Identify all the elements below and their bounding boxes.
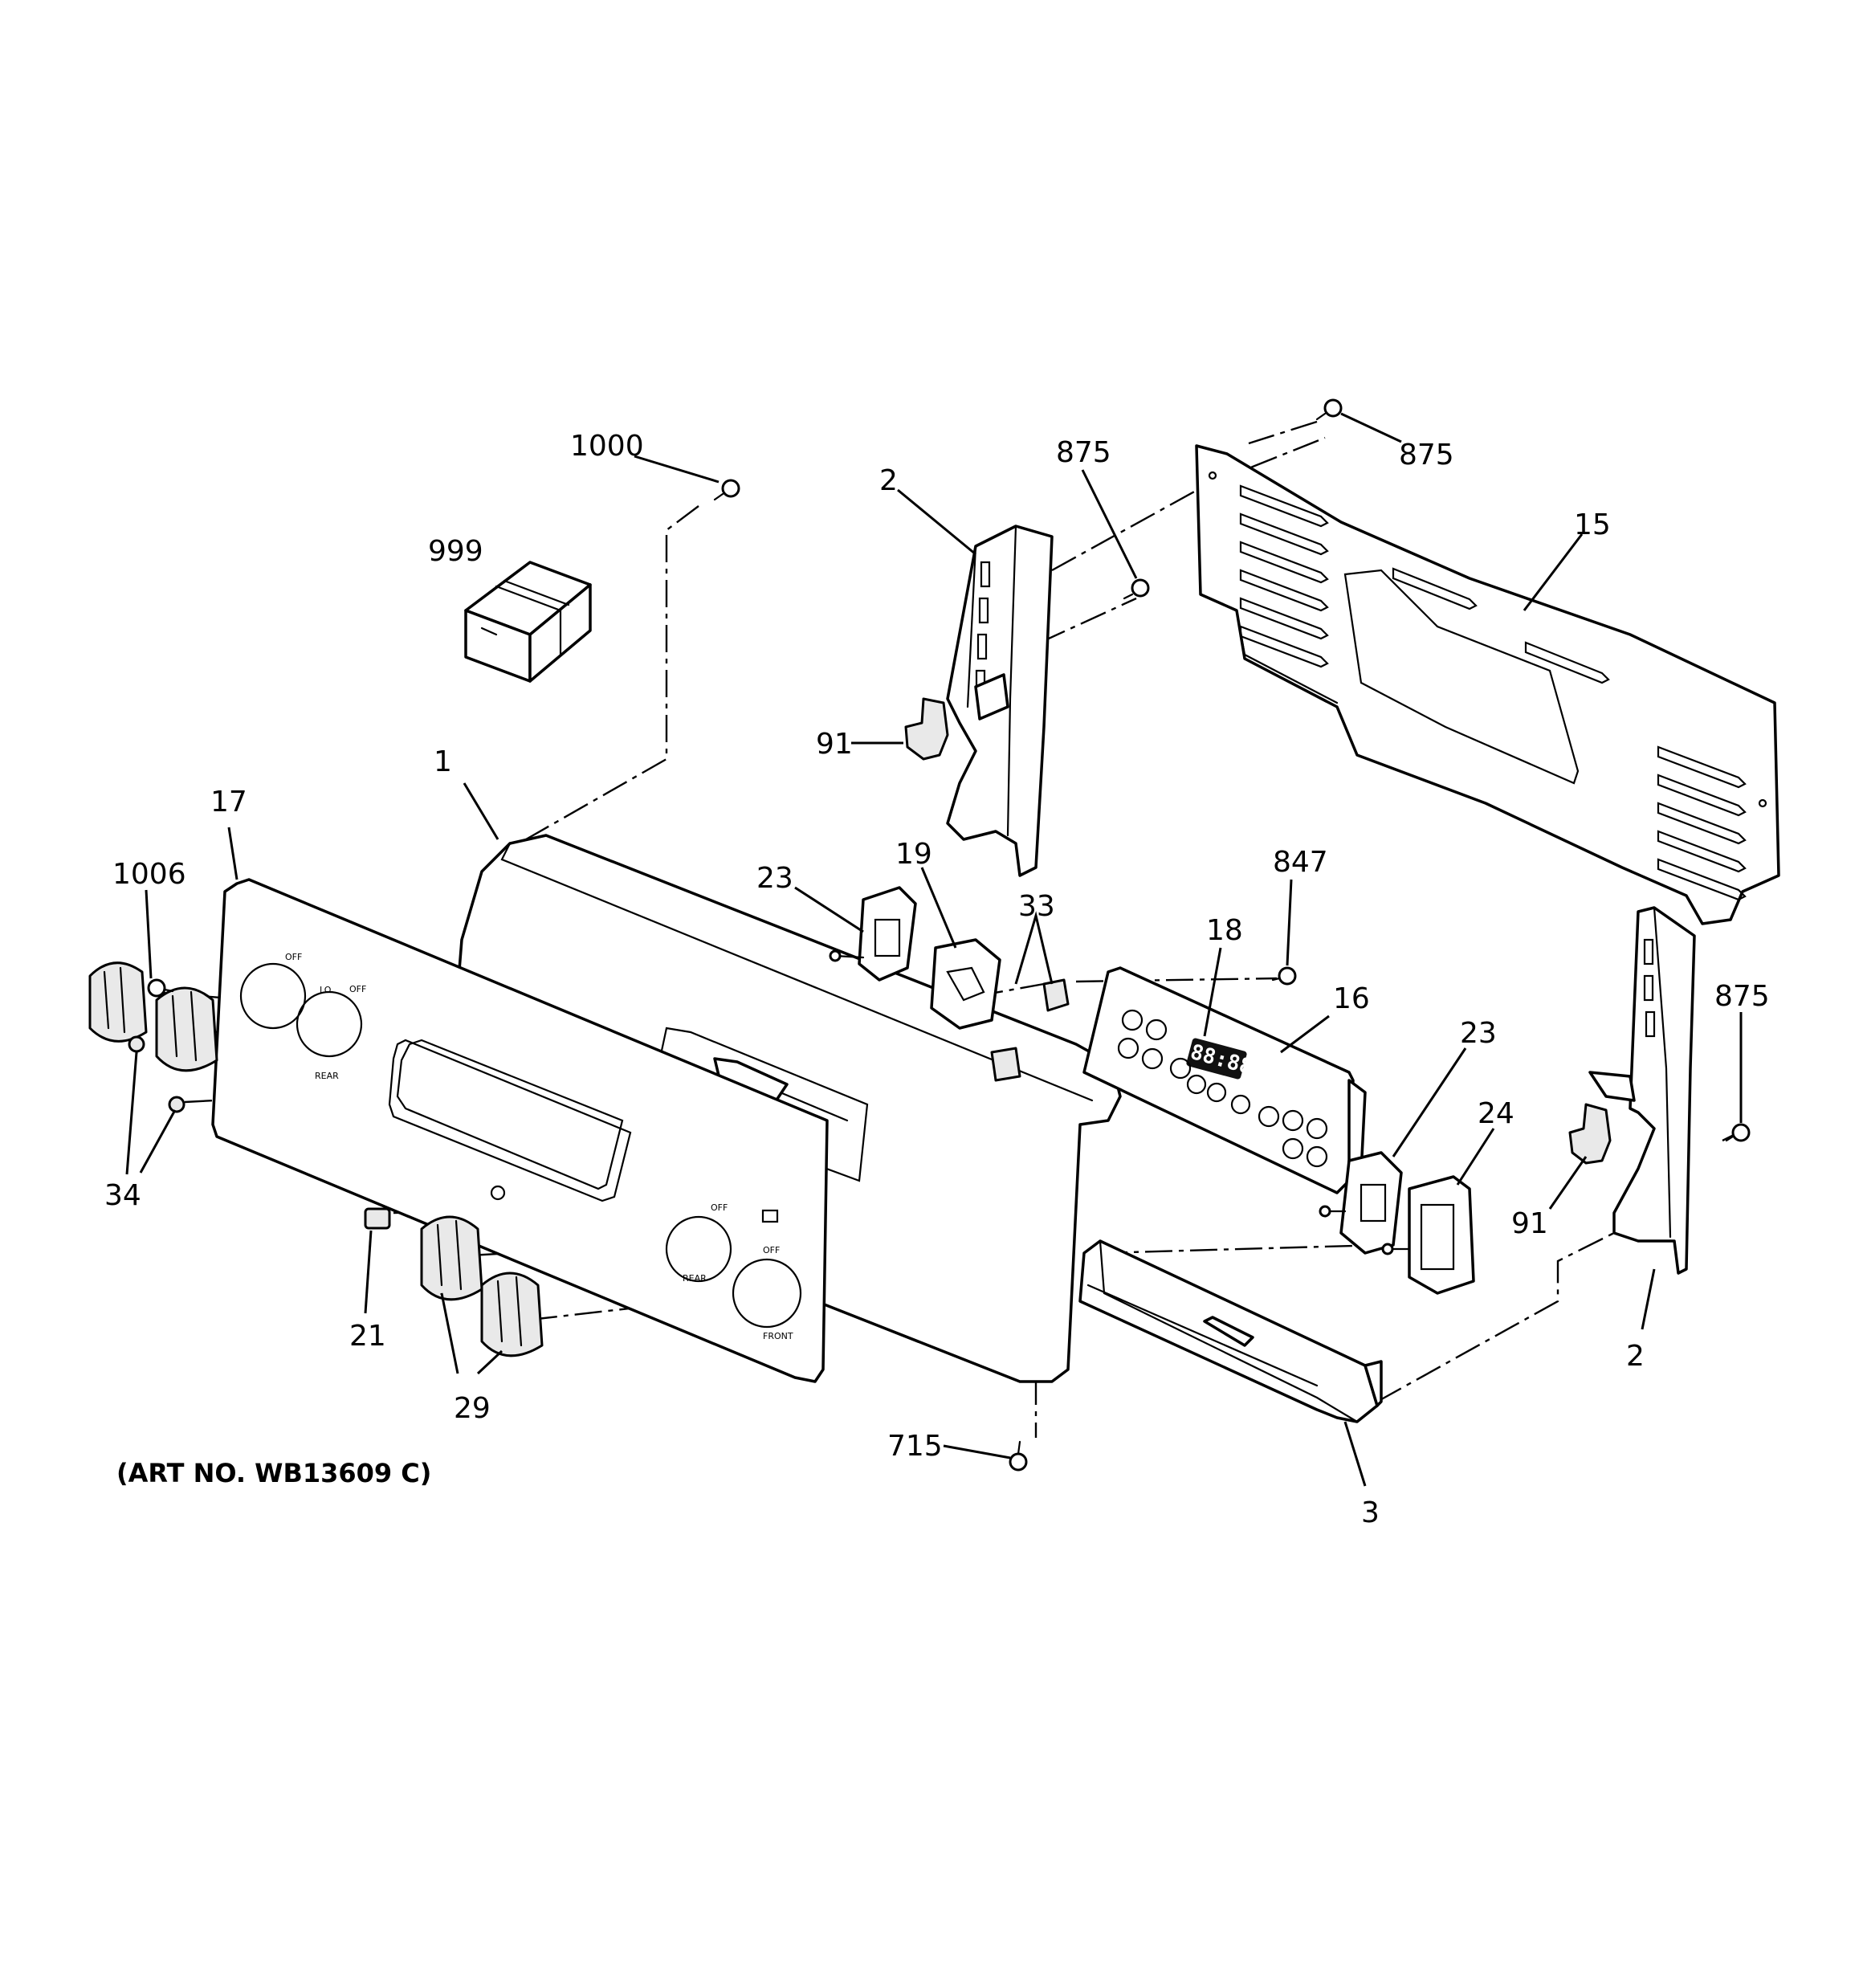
vent-slots-middle <box>1392 567 1610 684</box>
overlay-text-front: FRONT <box>763 1331 793 1341</box>
callout-leaders <box>125 412 1743 1487</box>
knob-icon-upper-left-2 <box>155 986 218 1072</box>
rear-panel-15 <box>1195 444 1780 925</box>
callout-34: 34 <box>104 1179 141 1212</box>
side-bracket-2-left <box>946 525 1054 877</box>
plug-34-a <box>128 1035 145 1053</box>
callout-16: 16 <box>1333 982 1370 1015</box>
callout-1000: 1000 <box>570 430 644 463</box>
screw-icon-875-right <box>1725 1123 1751 1142</box>
callout-2-top: 2 <box>879 464 898 497</box>
overlay-text-off-1: OFF <box>285 952 302 962</box>
screw-icon-875-mid <box>1123 578 1150 600</box>
callout-875-c: 875 <box>1714 980 1770 1013</box>
callout-715: 715 <box>887 1430 943 1463</box>
callout-23-b: 23 <box>1460 1017 1497 1050</box>
callout-91-top: 91 <box>816 728 853 761</box>
clip-91-top <box>904 697 949 761</box>
overlay-text-rear: REAR <box>315 1071 339 1081</box>
callout-2-right: 2 <box>1626 1340 1645 1373</box>
callout-875-a: 875 <box>1056 436 1111 469</box>
callout-33: 33 <box>1018 890 1055 923</box>
callout-23-a: 23 <box>756 862 793 895</box>
vent-slots-left <box>1239 484 1329 668</box>
callout-999: 999 <box>428 535 483 568</box>
rocker-33-b <box>990 1047 1021 1082</box>
clip-91-right <box>1568 1103 1612 1165</box>
switch-23-lower <box>1319 1151 1403 1255</box>
callout-labels: 1000 999 2 875 875 15 91 1 17 1006 23 19… <box>104 430 1770 1529</box>
callout-29: 29 <box>454 1392 491 1425</box>
callout-1: 1 <box>434 745 452 778</box>
screw-icon-1000 <box>713 479 740 501</box>
callout-17: 17 <box>210 786 247 818</box>
vent-slots-right <box>1657 745 1747 901</box>
callout-24: 24 <box>1478 1097 1514 1130</box>
screw-icon-875-top <box>1315 398 1343 421</box>
callout-1006: 1006 <box>112 858 186 891</box>
overlay-text-off-3: OFF <box>711 1202 728 1213</box>
screw-icon-715 <box>1009 1440 1028 1472</box>
indicator-21 <box>364 1207 391 1230</box>
callout-19: 19 <box>895 838 932 871</box>
callout-875-b: 875 <box>1399 439 1454 471</box>
overlay-text-rear-2: REAR <box>683 1273 707 1284</box>
package-box-999 <box>464 561 592 683</box>
control-overlay-17: OFF OFF LO REAR OFF OFF REAR FRONT <box>211 878 829 1383</box>
art-number: (ART NO. WB13609 C) <box>116 1458 431 1488</box>
knob-icon-lower-1 <box>420 1215 483 1301</box>
control-board-16: 88:88 <box>1082 966 1367 1194</box>
plug-34-b <box>168 1096 185 1113</box>
knob-icon-lower-2 <box>480 1272 544 1357</box>
overlay-text-off-2: OFF <box>349 984 366 994</box>
side-bracket-2-right <box>1588 906 1696 1275</box>
display-18 <box>1186 1038 1247 1080</box>
callout-847: 847 <box>1273 846 1328 879</box>
callout-91-right: 91 <box>1511 1207 1548 1240</box>
screw-icon-847 <box>1271 966 1297 986</box>
callout-15: 15 <box>1574 508 1611 541</box>
screw-icon-1006 <box>147 978 174 998</box>
callout-18: 18 <box>1206 914 1243 947</box>
overlay-text-lo: LO <box>320 985 332 995</box>
overlay-text-off-4: OFF <box>763 1245 780 1255</box>
lower-trim-3 <box>1078 1239 1383 1423</box>
knob-icon-upper-left-1 <box>88 961 148 1043</box>
switch-23-upper <box>829 886 917 982</box>
rocker-33-a <box>1042 978 1070 1012</box>
switch-24 <box>1381 1175 1475 1295</box>
switch-19 <box>930 938 1001 1030</box>
callout-3: 3 <box>1361 1496 1380 1529</box>
callout-21: 21 <box>349 1320 386 1353</box>
